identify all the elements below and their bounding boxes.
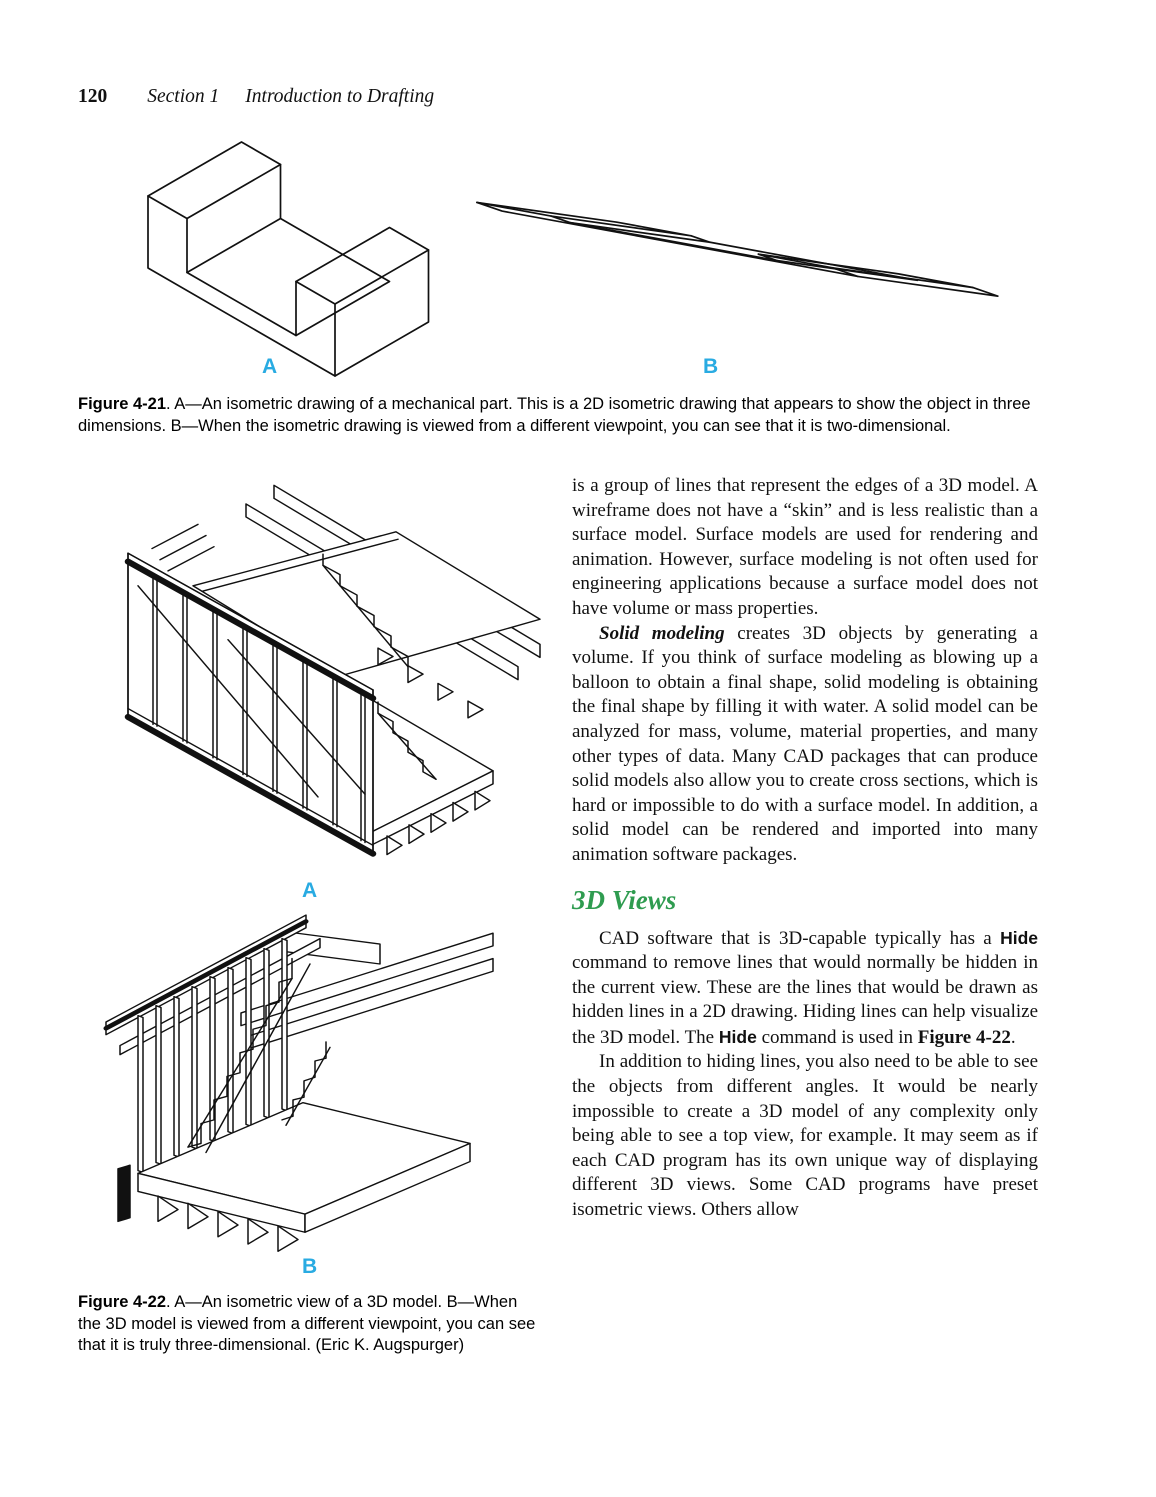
stair-model-iso-b (103, 914, 494, 1252)
figure-label-b: B (302, 1255, 318, 1278)
paragraph-text: is a group of lines that represent the e… (572, 475, 1038, 619)
figure-4-21-drawing-a (148, 142, 429, 376)
figure-4-22-caption: Figure 4-22. A—An isometric view of a 3D… (78, 1292, 544, 1357)
paragraph-hide-command: CAD software that is 3D-capable typicall… (572, 927, 1038, 1048)
article-column: is a group of lines that represent the e… (572, 474, 1038, 1223)
section-label: Section 1 (147, 86, 220, 107)
hide-keyword: Hide (1000, 927, 1038, 948)
page-header: 120 Section 1 Introduction to Drafting (78, 86, 434, 108)
figure-label-a: A (262, 355, 278, 378)
caption-text: . A—An isometric view of a 3D model. B—W… (78, 1293, 536, 1354)
paragraph-viewing-angles: In addition to hiding lines, you also ne… (572, 1050, 1038, 1222)
figure-4-22-view-b: B (78, 906, 544, 1288)
caption-title: Figure 4-22 (78, 1293, 167, 1311)
paragraph-solid-modeling: Solid modeling creates 3D objects by gen… (572, 622, 1038, 868)
heading-3d-views: 3D Views (572, 884, 677, 915)
solid-modeling-term: Solid modeling (599, 622, 725, 644)
figure-4-22-view-a: A (78, 476, 544, 908)
caption-title: Figure 4-21 (78, 395, 167, 413)
figure-label-a: A (302, 879, 318, 902)
caption-text: . A—An isometric drawing of a mechanical… (78, 395, 1031, 435)
page-number: 120 (78, 86, 108, 107)
figure-reference: Figure 4-22 (917, 1026, 1011, 1048)
paragraph-wireframe: is a group of lines that represent the e… (572, 474, 1038, 622)
figure-4-21-caption: Figure 4-21. A—An isometric drawing of a… (78, 394, 1040, 437)
stair-model-iso-a (124, 484, 541, 857)
figure-4-21: A B (78, 128, 1038, 392)
hide-keyword: Hide (718, 1026, 757, 1047)
figure-4-21-drawing-b (456, 194, 1019, 305)
section-title: Introduction to Drafting (245, 86, 435, 107)
paragraph-text: creates 3D objects by generating a volum… (572, 622, 1038, 865)
figure-label-b: B (703, 355, 719, 378)
figure-4-21-drawing (78, 128, 1019, 392)
paragraph-text: In addition to hiding lines, you also ne… (572, 1051, 1038, 1221)
